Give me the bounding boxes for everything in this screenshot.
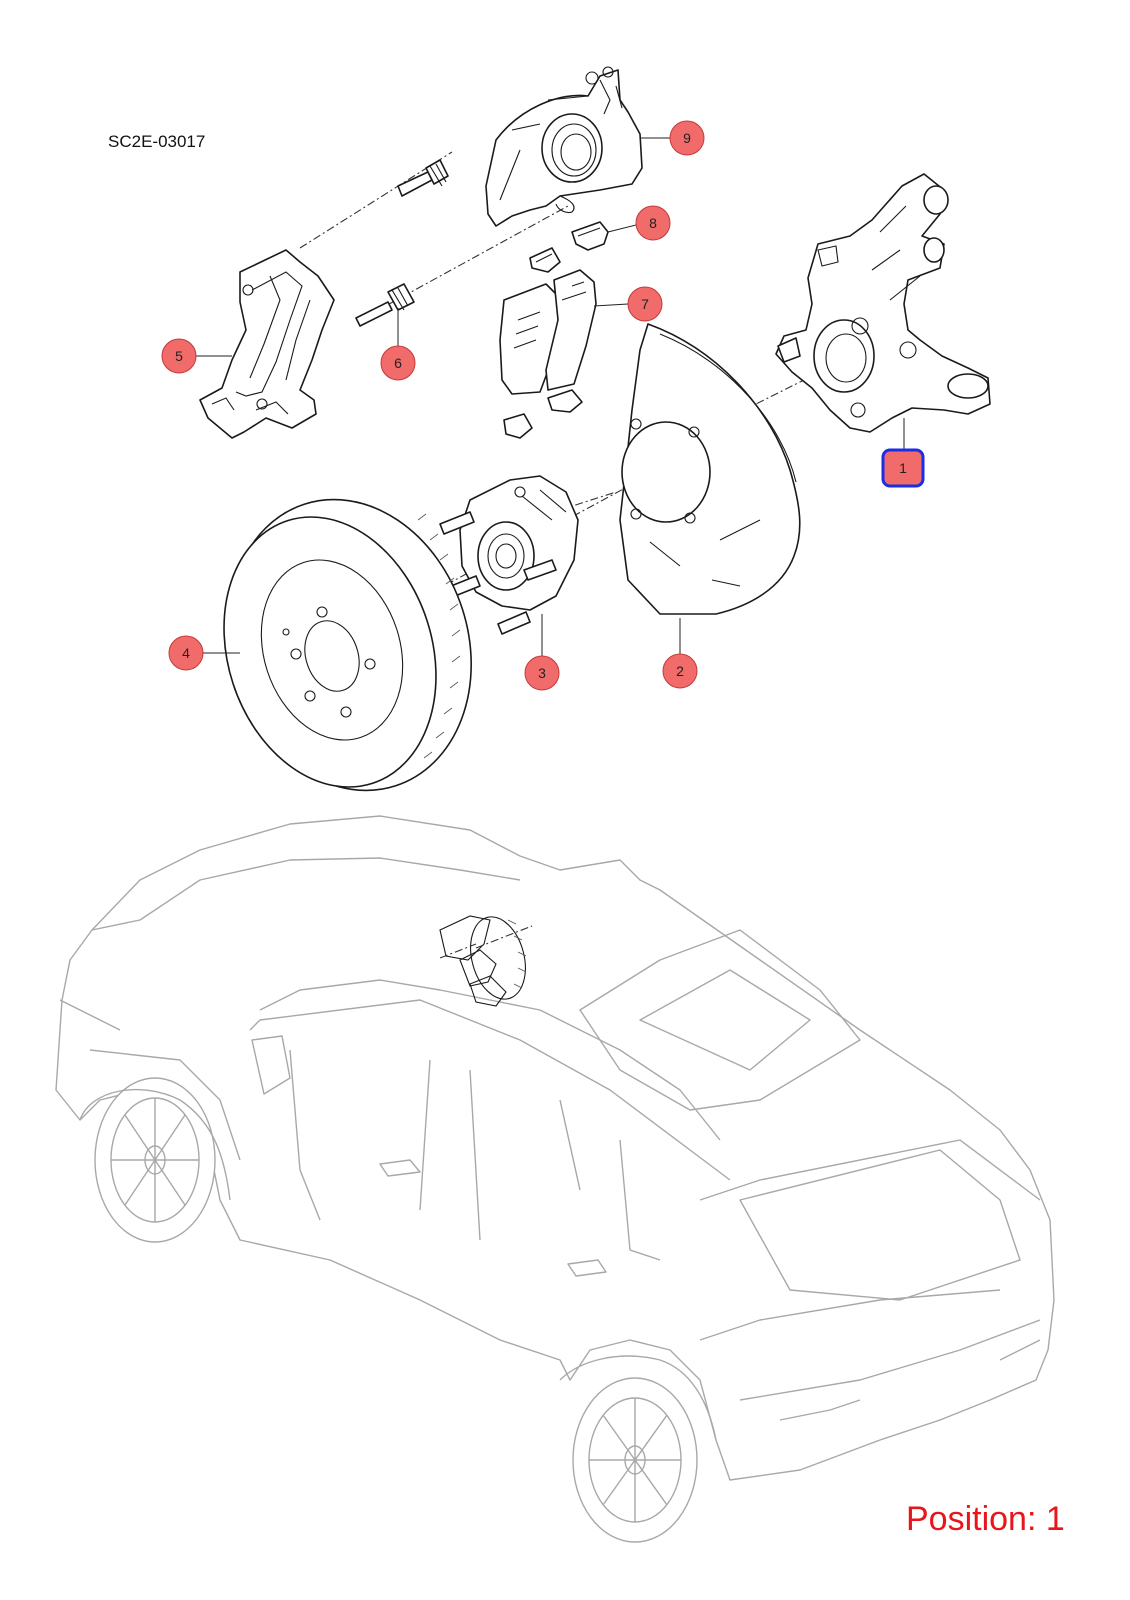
callout-5[interactable]: 5 [161,338,197,374]
vehicle-outline [55,815,1055,1543]
callout-3[interactable]: 3 [524,655,560,691]
diagram-code: SC2E-03017 [108,132,206,151]
callout-3-label: 3 [538,665,546,681]
callout-leaders [196,137,905,656]
callout-2-label: 2 [676,663,684,679]
callout-2[interactable]: 2 [662,653,698,689]
callout-7-label: 7 [641,296,649,312]
guide-pin-lower [355,283,415,327]
callout-1[interactable]: 1 [881,448,925,488]
mini-brake-locator [439,915,533,1007]
position-readout: Position: 1 [906,1500,1065,1538]
caliper-body-part [485,66,643,227]
pad-clip-upper [529,221,609,273]
callout-9[interactable]: 9 [669,120,705,156]
callout-4-label: 4 [182,645,190,661]
callout-9-label: 9 [683,130,691,146]
brake-pads-part [499,269,597,395]
pad-clip-lower [503,389,583,439]
dust-shield-part [619,323,801,615]
callout-6[interactable]: 6 [380,345,416,381]
steering-knuckle-part [775,173,991,433]
hub-bearing-part [439,475,579,635]
callout-8[interactable]: 8 [635,205,671,241]
guide-pin-upper [397,159,449,197]
callout-5-label: 5 [175,348,183,364]
brake-disc-part [223,498,472,792]
caliper-bracket-part [199,249,335,439]
callout-8-label: 8 [649,215,657,231]
callout-4[interactable]: 4 [168,635,204,671]
callout-6-label: 6 [394,355,402,371]
callout-1-label: 1 [899,460,907,476]
callout-7[interactable]: 7 [627,286,663,322]
